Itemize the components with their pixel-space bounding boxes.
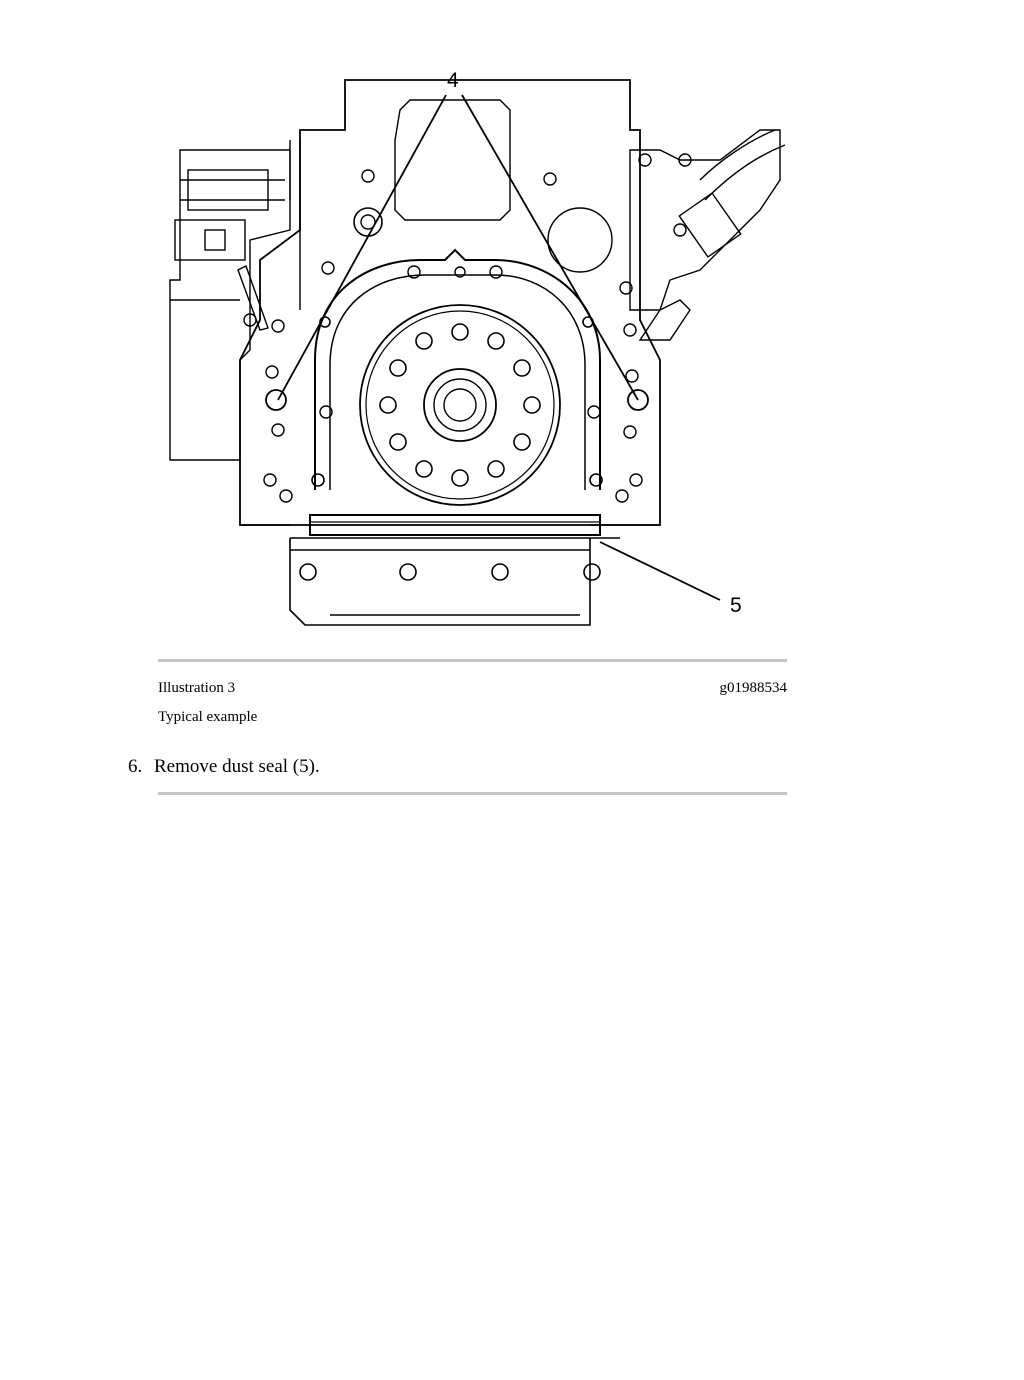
procedure-step: 6. Remove dust seal (5). [128,756,320,778]
step-text: Remove dust seal (5). [154,756,320,777]
step-bottom-rule [158,792,787,795]
leader-line-4-right [461,94,639,401]
caption-top-rule [158,659,787,662]
mounting-bolt-left [265,389,287,411]
leader-line-4-left [277,94,447,401]
figure-caption: Illustration 3 g01988534 [158,680,787,700]
callout-5: 5 [730,594,742,617]
leader-line-5 [599,541,721,601]
right-components [629,129,786,341]
illustration-description: Typical example [158,709,258,725]
block-bolts [263,169,643,503]
left-components [169,140,301,461]
crankshaft-flange [359,304,561,506]
engine-block-outline [239,79,661,526]
step-number: 6. [128,756,143,777]
rear-seal-housing [311,248,603,490]
oil-pan [240,524,660,626]
mounting-bolt-right [627,389,649,411]
dust-seal [290,514,620,539]
engine-rear-illustration: 4 5 [160,60,790,640]
illustration-id: g01988534 [719,680,788,696]
illustration-label: Illustration 3 [158,680,236,696]
